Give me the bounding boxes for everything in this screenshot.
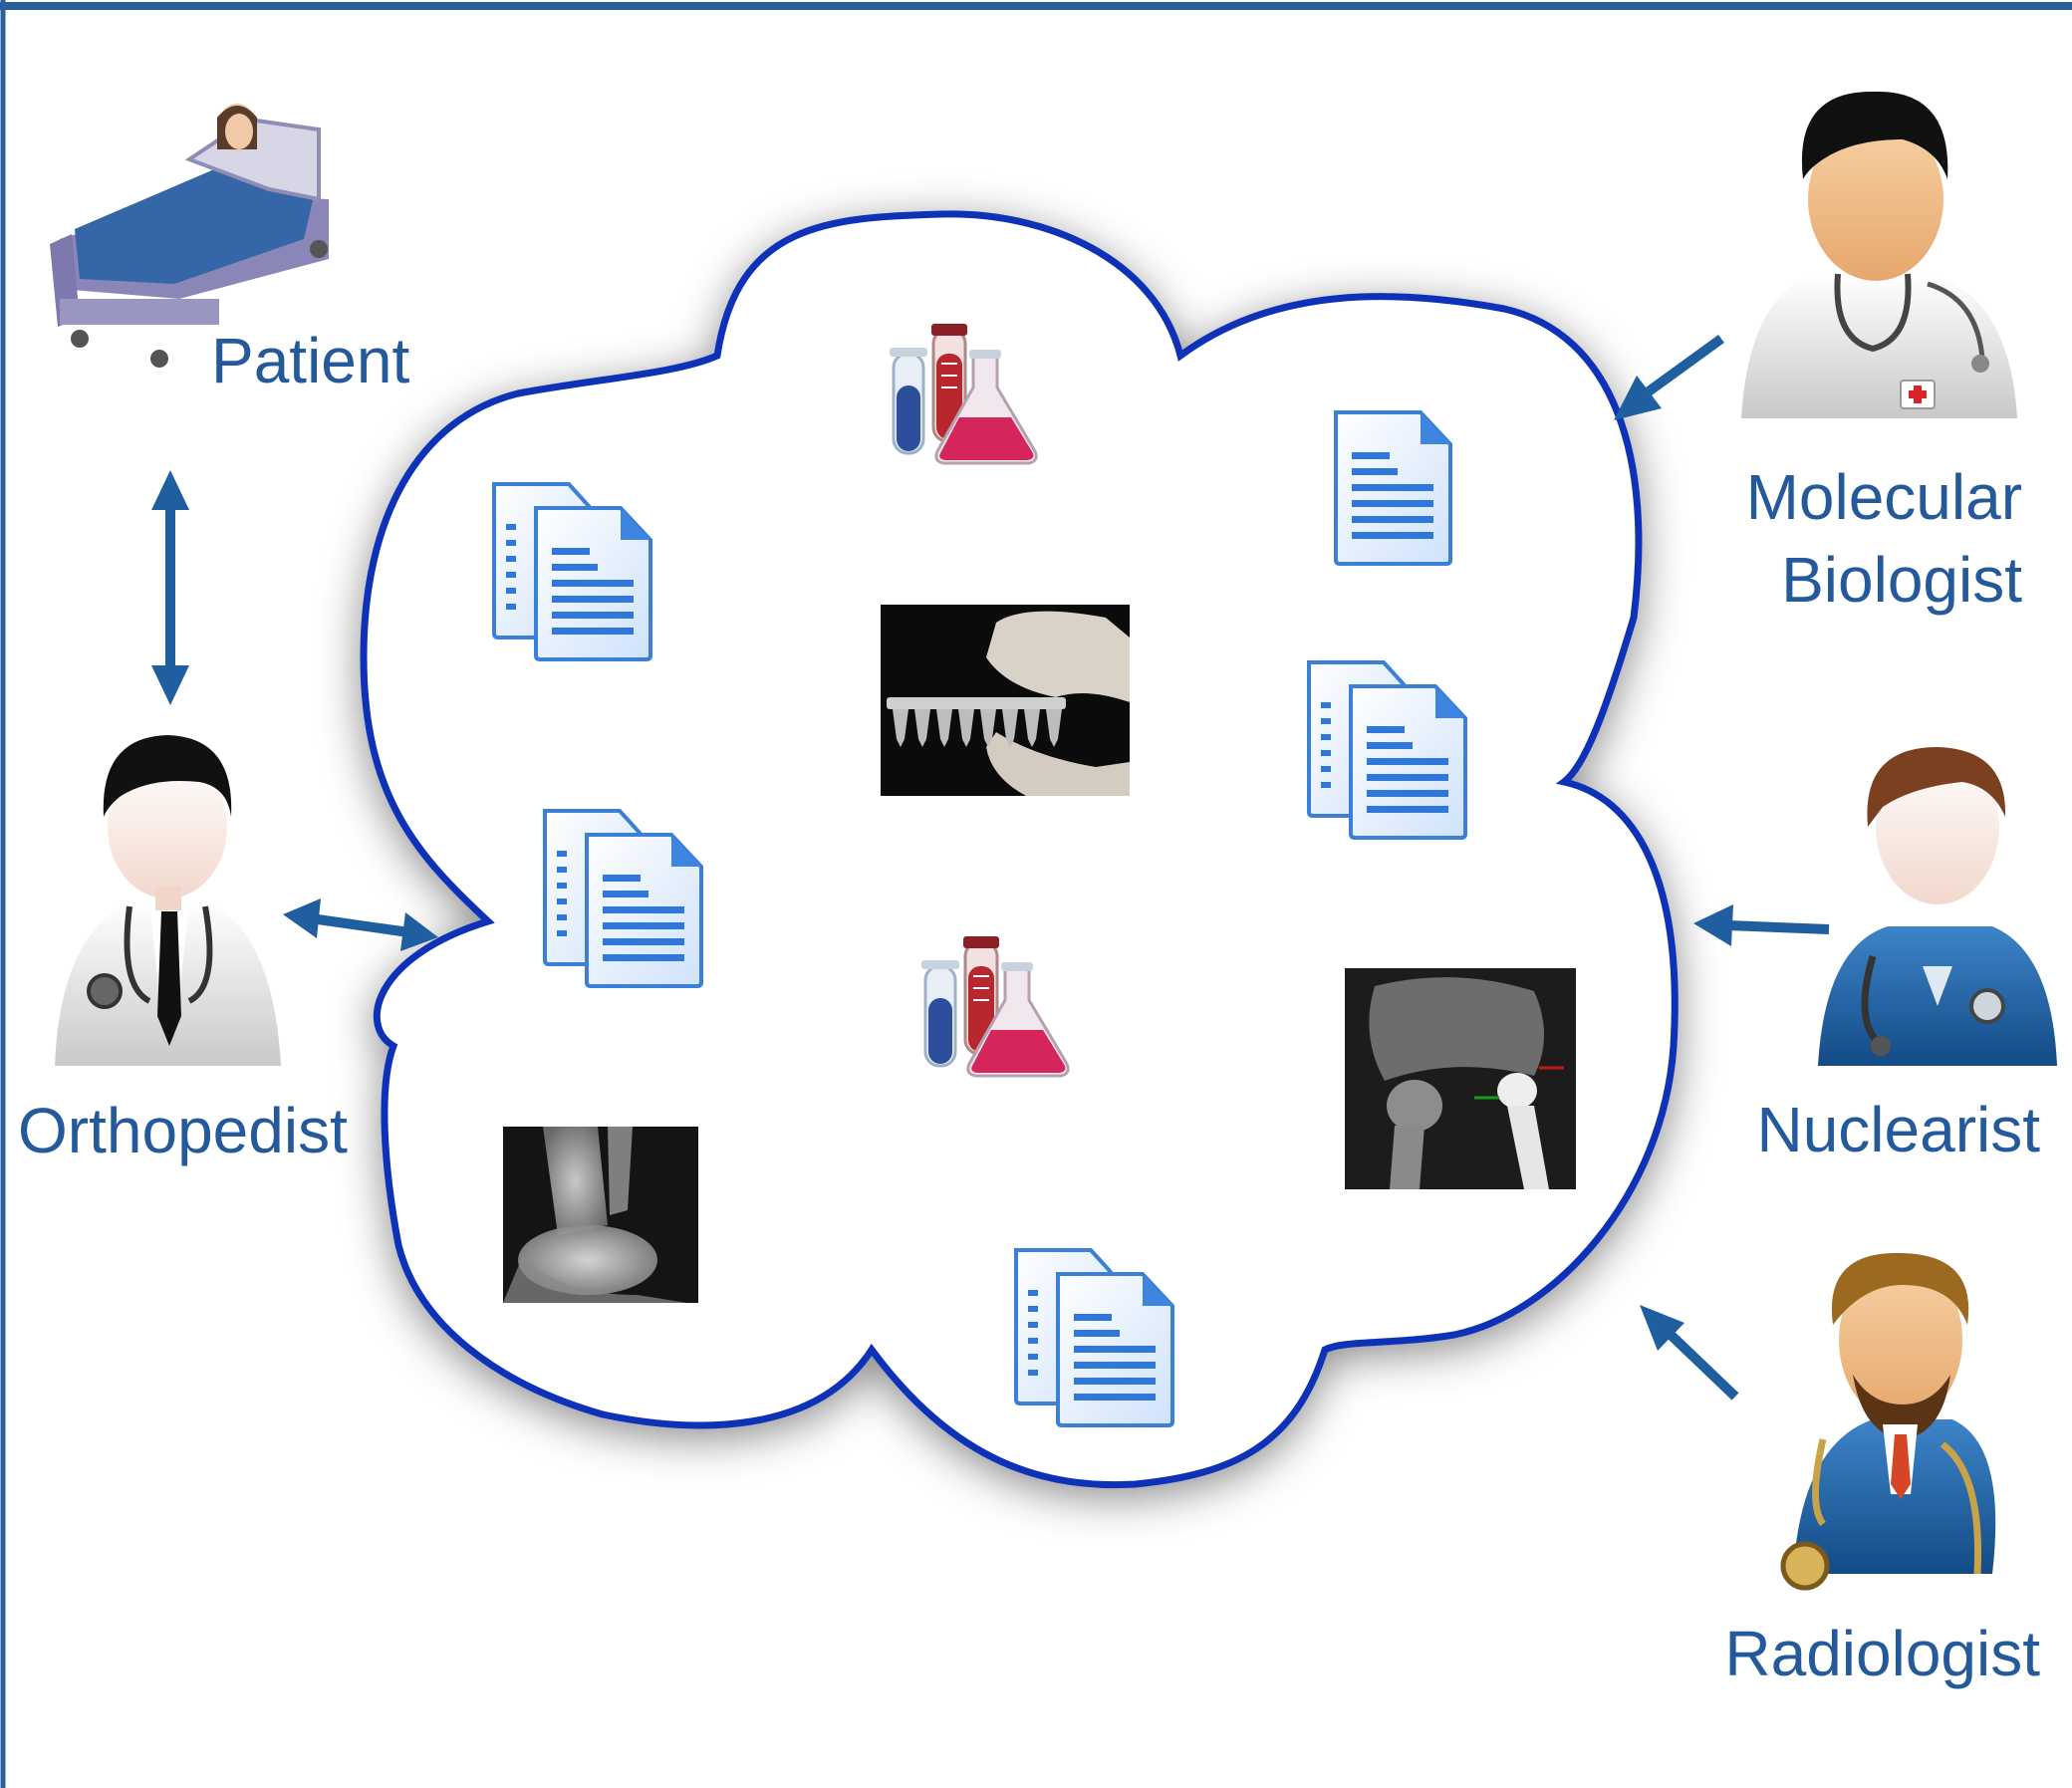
arrow-nuclearist-to-cloud <box>1693 904 1830 946</box>
doctor-with-medical-badge-icon <box>1741 91 2017 418</box>
orthopedist-label: Orthopedist <box>18 1095 348 1166</box>
nurse-with-stethoscope-icon <box>1818 747 2057 1066</box>
ankle-xray-photo <box>503 1127 698 1303</box>
molecular-biologist-label-line2: Biologist <box>1781 544 2022 616</box>
bearded-doctor-icon <box>1780 1252 1996 1591</box>
nuclearist-label: Nuclearist <box>1756 1094 2040 1165</box>
patient-label: Patient <box>211 325 410 396</box>
radiologist-label: Radiologist <box>1724 1618 2040 1689</box>
doctor-with-stethoscope-icon <box>55 735 281 1066</box>
arrow-molecular-biologist-to-cloud <box>1614 334 1724 420</box>
document-icon <box>1334 410 1452 566</box>
patient-in-bed-icon <box>50 104 329 368</box>
molecular-biologist-label-line1: Molecular <box>1745 461 2022 533</box>
pcr-tube-strip-photo <box>881 605 1130 796</box>
arrow-patient-orthopedist <box>151 470 189 705</box>
arrow-orthopedist-cloud <box>283 898 438 951</box>
arrow-radiologist-to-cloud <box>1640 1305 1739 1401</box>
hip-xray-photo <box>1345 968 1576 1189</box>
